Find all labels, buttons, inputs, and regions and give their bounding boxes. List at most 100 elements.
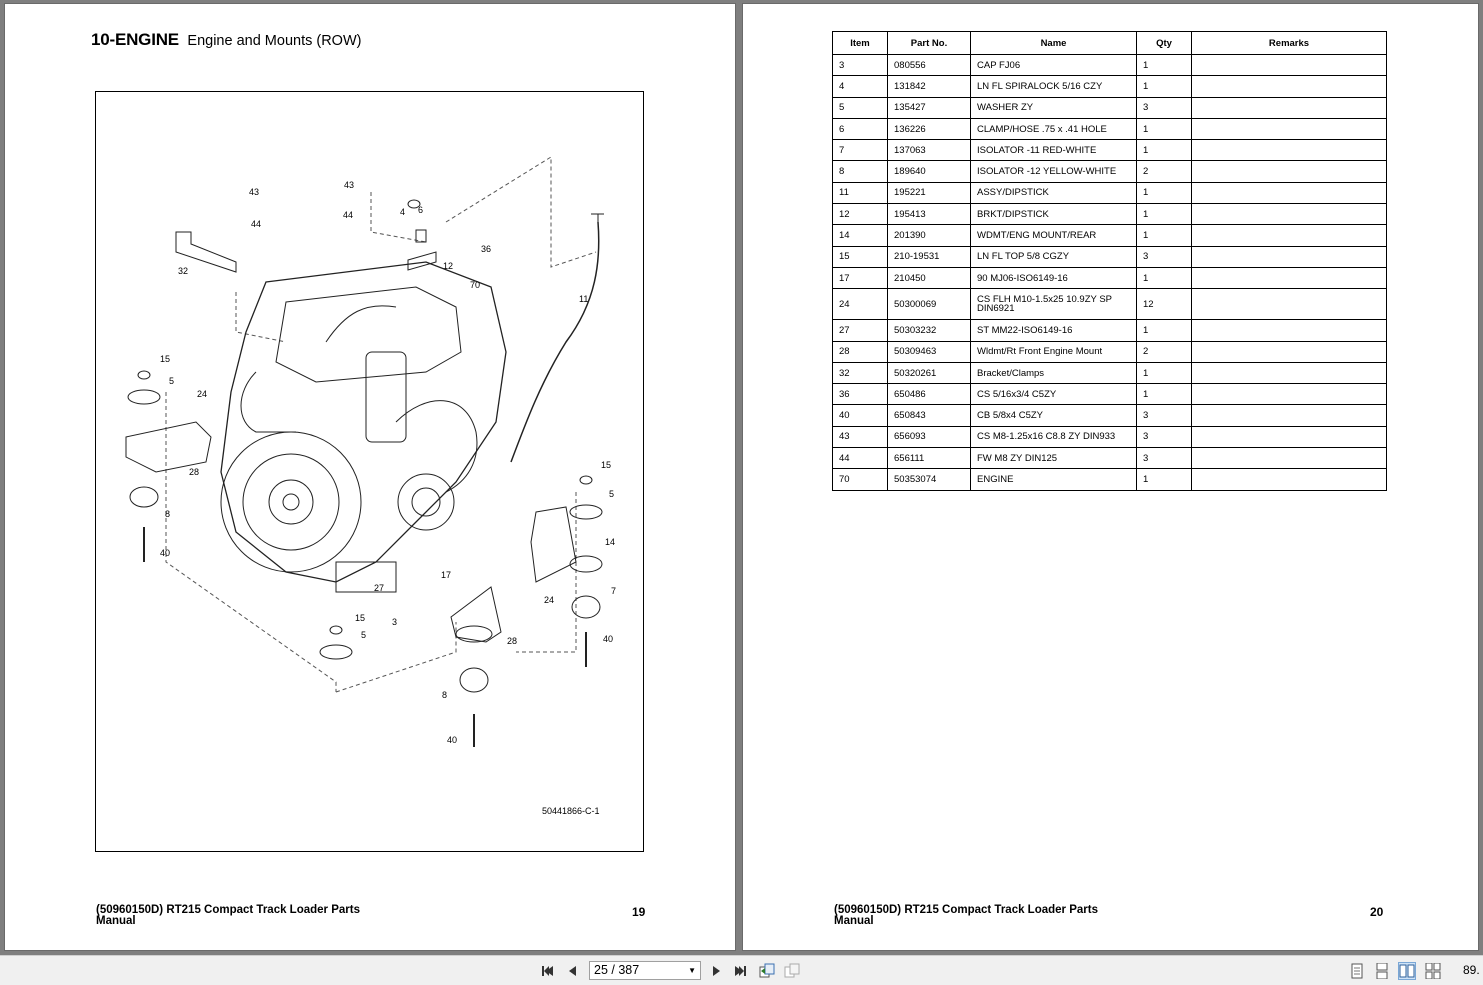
cell-item: 32: [832, 361, 888, 385]
cell-name: CLAMP/HOSE .75 x .41 HOLE: [970, 117, 1137, 141]
cell-part-no: 201390: [887, 224, 971, 247]
two-page-icon[interactable]: [1398, 962, 1416, 980]
cell-remarks: [1191, 383, 1387, 406]
previous-view-icon[interactable]: [759, 963, 775, 979]
cell-qty: 1: [1136, 139, 1192, 162]
column-header-name: Name: [970, 31, 1137, 55]
callout-label: 4: [400, 207, 405, 217]
cell-name: CB 5/8x4 C5ZY: [970, 404, 1137, 427]
callout-label: 40: [603, 634, 613, 644]
cell-qty: 2: [1136, 340, 1192, 363]
callout-label: 70: [470, 280, 480, 290]
callout-label: 6: [418, 205, 423, 215]
cell-part-no: 131842: [887, 75, 971, 98]
callout-label: 32: [178, 266, 188, 276]
previous-page-icon[interactable]: [565, 963, 581, 979]
single-page-icon[interactable]: [1349, 963, 1365, 979]
callout-label: 44: [343, 210, 353, 220]
cell-remarks: [1191, 404, 1387, 427]
page-number-value: 25 / 387: [594, 963, 640, 977]
callout-label: 5: [361, 630, 366, 640]
cell-name: BRKT/DIPSTICK: [970, 203, 1137, 226]
cell-remarks: [1191, 160, 1387, 183]
cell-qty: 1: [1136, 53, 1192, 77]
cell-item: 43: [832, 425, 888, 449]
callout-label: 44: [251, 219, 261, 229]
cell-qty: 1: [1136, 75, 1192, 98]
cell-item: 11: [832, 181, 888, 205]
callout-label: 8: [442, 690, 447, 700]
first-page-icon[interactable]: [540, 963, 556, 979]
cell-name: LN FL TOP 5/8 CGZY: [970, 245, 1137, 268]
cell-name: ISOLATOR -12 YELLOW-WHITE: [970, 160, 1137, 183]
cell-part-no: 136226: [887, 117, 971, 141]
callout-label: 15: [601, 460, 611, 470]
callout-label: 43: [344, 180, 354, 190]
next-page-icon[interactable]: [708, 963, 724, 979]
callout-label: 17: [441, 570, 451, 580]
callout-label: 43: [249, 187, 259, 197]
callout-label: 24: [197, 389, 207, 399]
cell-item: 14: [832, 224, 888, 247]
cell-qty: 1: [1136, 319, 1192, 342]
viewer-toolbar: 25 / 387 ▼ 89.: [0, 955, 1483, 985]
cell-name: CS M8-1.25x16 C8.8 ZY DIN933: [970, 425, 1137, 449]
two-page-continuous-icon[interactable]: [1425, 963, 1441, 979]
cell-remarks: [1191, 245, 1387, 268]
footer-title: (50960150D) RT215 Compact Track Loader P…: [96, 904, 360, 927]
cell-part-no: 50300069: [887, 288, 971, 321]
cell-item: 8: [832, 160, 888, 183]
next-view-icon[interactable]: [784, 963, 800, 979]
cell-qty: 1: [1136, 203, 1192, 226]
cell-remarks: [1191, 447, 1387, 470]
cell-part-no: 50309463: [887, 340, 971, 363]
cell-qty: 3: [1136, 96, 1192, 119]
cell-qty: 3: [1136, 404, 1192, 427]
cell-name: WASHER ZY: [970, 96, 1137, 119]
engine-drawing: 43 44 32 43 44 4 6 36 12 70 11 15 5 24 2…: [125, 156, 616, 747]
cell-item: 17: [832, 266, 888, 290]
cell-part-no: 135427: [887, 96, 971, 119]
cell-qty: 3: [1136, 447, 1192, 470]
last-page-icon[interactable]: [732, 963, 748, 979]
callout-label: 36: [481, 244, 491, 254]
cell-part-no: 656111: [887, 447, 971, 470]
cell-part-no: 189640: [887, 160, 971, 183]
column-header-item: Item: [832, 31, 888, 55]
zoom-level[interactable]: 89.: [1463, 963, 1480, 977]
callout-label: 11: [579, 294, 588, 304]
cell-item: 28: [832, 340, 888, 363]
cell-qty: 1: [1136, 468, 1192, 491]
cell-remarks: [1191, 340, 1387, 363]
cell-name: ISOLATOR -11 RED-WHITE: [970, 139, 1137, 162]
continuous-icon[interactable]: [1374, 963, 1390, 979]
cell-qty: 2: [1136, 160, 1192, 183]
callout-label: 5: [609, 489, 614, 499]
column-header-qty: Qty: [1136, 31, 1192, 55]
cell-part-no: 137063: [887, 139, 971, 162]
page-number: 19: [632, 905, 646, 919]
cell-item: 70: [832, 468, 888, 491]
cell-name: CAP FJ06: [970, 53, 1137, 77]
callout-label: 14: [605, 537, 615, 547]
page-number: 20: [1370, 905, 1384, 919]
cell-qty: 1: [1136, 383, 1192, 406]
cell-item: 3: [832, 53, 888, 77]
cell-remarks: [1191, 361, 1387, 385]
cell-part-no: 650486: [887, 383, 971, 406]
page-number-field[interactable]: 25 / 387 ▼: [589, 961, 701, 980]
cell-item: 36: [832, 383, 888, 406]
cell-remarks: [1191, 288, 1387, 321]
callout-label: 5: [169, 376, 174, 386]
chevron-down-icon[interactable]: ▼: [688, 966, 696, 975]
column-header-remarks: Remarks: [1191, 31, 1387, 55]
